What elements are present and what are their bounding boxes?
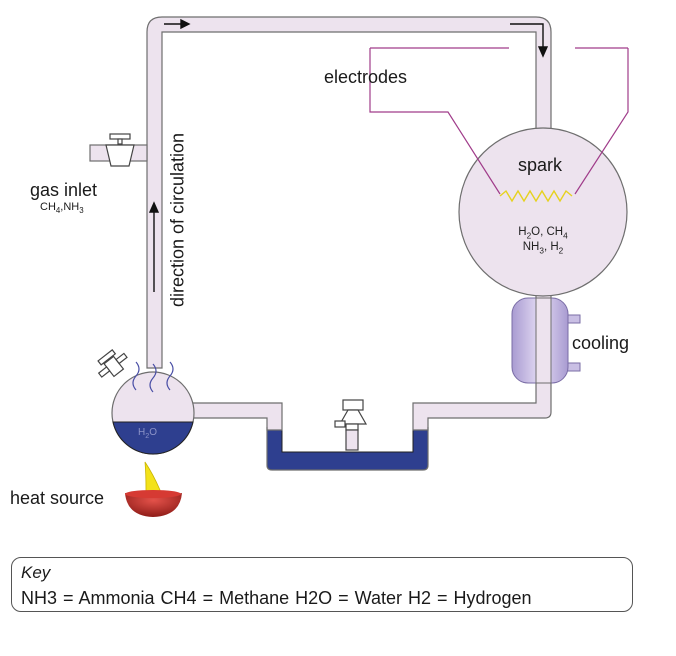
boiling-flask bbox=[111, 361, 195, 455]
key-title: Key bbox=[21, 563, 51, 582]
cooling-label: cooling bbox=[572, 333, 630, 353]
key-text: NH3 = Ammonia CH4 = Methane H2O = Water … bbox=[21, 588, 532, 608]
electrode-wires bbox=[369, 47, 629, 195]
spark-zigzag bbox=[499, 189, 573, 203]
gas-inlet-label: gas inlet bbox=[30, 180, 98, 200]
direction-of-circulation-label: direction of circulation bbox=[167, 132, 188, 308]
condenser bbox=[511, 297, 581, 384]
heat-source bbox=[125, 461, 182, 517]
gas-inlet-formula: CH4,NH3 bbox=[40, 201, 84, 216]
circulation-arrows bbox=[148, 18, 549, 292]
inlet-stopcock bbox=[105, 133, 135, 167]
flask-water-label: H2O bbox=[138, 427, 158, 440]
flask-valve bbox=[97, 349, 128, 378]
key-box: Key NH3 = Ammonia CH4 = Methane H2O = Wa… bbox=[11, 557, 633, 612]
spark-flask-contents: H2O, CH4 NH3, H2 bbox=[518, 226, 568, 256]
middle-stopcock bbox=[334, 399, 368, 451]
spark-label: spark bbox=[518, 155, 563, 175]
heat-source-label: heat source bbox=[10, 488, 105, 508]
electrodes-label: electrodes bbox=[324, 67, 408, 87]
spark-flask bbox=[458, 127, 628, 297]
